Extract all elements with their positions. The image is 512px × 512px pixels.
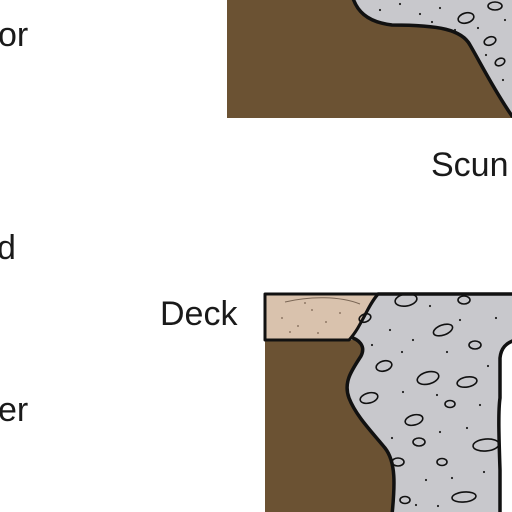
label-scum: Scun [431,146,509,184]
deck-surface-line [284,297,361,305]
upper-sand-dots [378,2,507,82]
upper-concrete-wall [351,0,512,118]
deck-texture-dots [281,302,341,334]
upper-section [227,0,512,118]
label-left-bottom: er [0,391,29,429]
deck-slab [263,292,380,342]
label-left-top: or [0,16,29,54]
lower-section [263,292,512,512]
lower-aggregate [358,292,500,505]
label-left-middle: d [0,229,16,267]
upper-aggregate [457,1,506,67]
label-deck: Deck [160,295,238,333]
lower-sand-dots [370,304,498,508]
